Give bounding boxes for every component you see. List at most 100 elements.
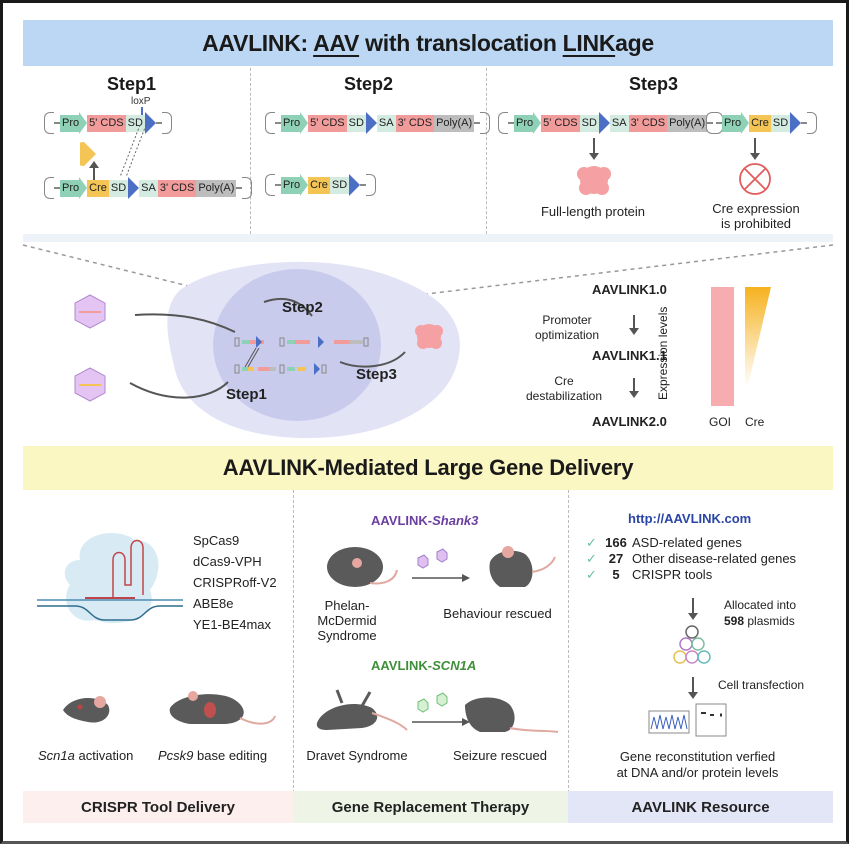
aav-treatment-icon <box>412 548 470 582</box>
mouse-head-icon <box>63 696 110 723</box>
itr-left-icon <box>706 112 716 134</box>
cre-prohibited-line1: Cre expression <box>712 201 800 216</box>
step2-arrow <box>263 297 313 317</box>
shank3-prefix: AAVLINK- <box>371 513 433 528</box>
cell-step1-label: Step1 <box>226 386 267 403</box>
loxp-icon <box>365 112 377 134</box>
sd-segment: SD <box>579 114 599 132</box>
itr-left-icon <box>498 112 508 134</box>
loxp-icon <box>790 112 802 134</box>
y-axis-label: Expression levels <box>656 306 670 400</box>
cre-prohibited-line2: is prohibited <box>720 216 792 231</box>
change2-line2: destabilization <box>525 389 603 403</box>
promoter-optimization-label: Promoter optimization <box>528 313 606 343</box>
cre-destabilization-label: Cre destabilization <box>522 374 606 404</box>
pms-line1: Phelan-McDermid <box>317 598 377 628</box>
resource-url-link[interactable]: http://AAVLINK.com <box>628 511 752 526</box>
tool-item: CRISPRoff-V2 <box>193 575 277 590</box>
goi-label: GOI <box>709 415 732 429</box>
loxp-icon <box>144 112 156 134</box>
allocated-suffix: plasmids <box>744 614 795 628</box>
cds5-segment: 5' CDS <box>308 114 347 132</box>
title-aav: AAV <box>313 29 360 56</box>
aav-treatment-icon <box>412 692 470 726</box>
cre-segment: Cre <box>308 176 330 194</box>
tool-item: ABE8e <box>193 596 234 611</box>
step1-construct-b: Pro Cre SD SA 3' CDS Poly(A) <box>44 177 253 199</box>
cell-transfection-label: Cell transfection <box>718 678 805 692</box>
entry-arrow-2 <box>129 381 229 399</box>
polya-segment: Poly(A) <box>667 114 708 132</box>
promoter-segment: Pro <box>281 114 301 132</box>
seizing-mouse-icon <box>316 689 408 731</box>
dravet-label: Dravet Syndrome <box>306 748 408 763</box>
resource-label: CRISPR tools <box>632 567 713 582</box>
title-prefix: AAVLINK: <box>202 29 314 56</box>
down-arrow-icon <box>750 138 760 160</box>
promoter-segment: Pro <box>60 179 80 197</box>
sd-segment: SD <box>125 114 145 132</box>
step1-construct-a: Pro 5' CDS SD <box>44 112 172 134</box>
sa-segment: SA <box>376 114 396 132</box>
full-length-protein-label: Full-length protein <box>540 204 646 219</box>
cds5-segment: 5' CDS <box>87 114 126 132</box>
itr-left-icon <box>265 112 275 134</box>
pcsk9-gene: Pcsk9 <box>158 748 194 763</box>
allocated-label: Allocated into 598 plasmids <box>724 597 796 629</box>
promoter-arrow-icon <box>533 112 542 134</box>
resource-count: 5 <box>612 567 620 582</box>
itr-left-icon <box>44 177 54 199</box>
cds5-segment: 5' CDS <box>541 114 580 132</box>
tool-item: SpCas9 <box>193 533 240 548</box>
cre-label: Cre <box>745 415 765 429</box>
cell-step3-label: Step3 <box>356 366 397 383</box>
divider <box>568 490 569 823</box>
change1-line1: Promoter <box>542 313 592 327</box>
crispr-footer: CRISPR Tool Delivery <box>23 791 293 823</box>
sd-segment: SD <box>108 179 129 197</box>
seizure-rescued-label: Seizure rescued <box>453 748 547 763</box>
gene-therapy-footer: Gene Replacement Therapy <box>293 791 568 823</box>
standing-mouse-icon <box>489 546 556 587</box>
title-suffix: age <box>615 29 654 56</box>
loxp-icon <box>128 177 140 199</box>
crispr-tools-list: SpCas9 dCas9-VPH CRISPRoff-V2 ABE8e YE1-… <box>193 530 277 635</box>
down-arrow-icon <box>629 315 639 335</box>
section-title: AAVLINK-Mediated Large Gene Delivery <box>222 455 634 480</box>
change1-line2: optimization <box>534 328 600 342</box>
loxp-icon <box>349 174 361 196</box>
polya-segment: Poly(A) <box>434 114 475 132</box>
scn1a-gene-title: SCN1A <box>432 658 477 673</box>
cds3-segment: 3' CDS <box>157 179 197 197</box>
zoom-guide-left <box>22 244 246 301</box>
protein-icon <box>577 166 611 195</box>
promoter-arrow-icon <box>79 112 88 134</box>
shank3-title: AAVLINK-Shank3 <box>371 513 478 528</box>
nuclear-construct-2 <box>234 364 276 374</box>
loxp-icon <box>598 112 610 134</box>
header-banner: AAVLINK: AAV with translocation LINKage <box>23 20 833 66</box>
steps-panel <box>23 66 833 241</box>
prohibited-icon <box>739 163 771 195</box>
step2-construct-b: Pro Cre SD <box>265 174 377 196</box>
mouse-body-icon <box>169 691 276 725</box>
check-icon: ✓ <box>586 551 597 566</box>
cds3-segment: 3' CDS <box>395 114 435 132</box>
scn1a-gene: Scn1a <box>38 748 75 763</box>
resource-footer: AAVLINK Resource <box>568 791 833 823</box>
behaviour-rescued-label: Behaviour rescued <box>443 606 552 621</box>
curled-mouse-icon <box>327 547 398 587</box>
cre-recombinase-icon <box>80 124 147 178</box>
pcsk9-text: base editing <box>193 748 268 763</box>
protein-icon <box>415 324 443 349</box>
itr-right-icon <box>242 177 253 199</box>
plasmids-icon <box>673 625 711 664</box>
nuclear-construct-3 <box>279 336 369 348</box>
step3-construct-a: Pro 5' CDS SD SA 3' CDS Poly(A) <box>498 112 724 134</box>
resource-count: 166 <box>605 535 627 550</box>
allocated-count: 598 <box>724 614 745 628</box>
step3-arrow <box>339 351 406 368</box>
